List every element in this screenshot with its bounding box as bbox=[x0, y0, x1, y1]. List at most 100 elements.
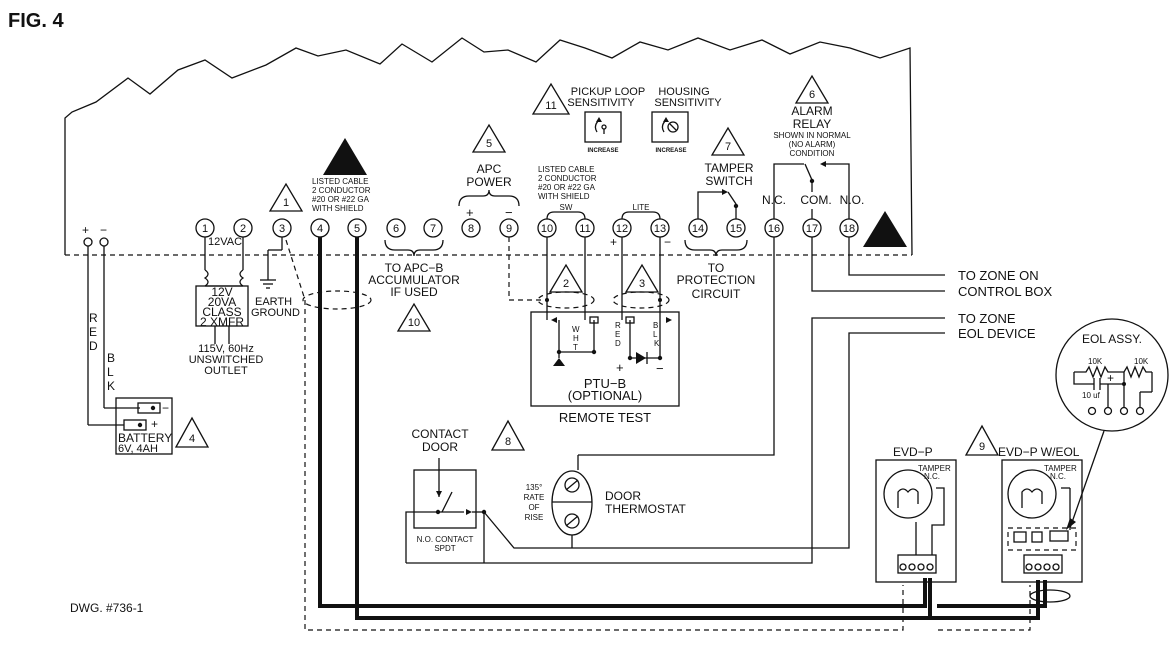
figure-title: FIG. 4 bbox=[8, 10, 64, 32]
svg-text:APC: APC bbox=[477, 162, 502, 176]
svg-text:14: 14 bbox=[692, 223, 704, 235]
svg-text:2 XMFR: 2 XMFR bbox=[200, 315, 244, 329]
svg-text:+: + bbox=[610, 235, 617, 249]
zone-eol-label: TO ZONE EOL DEVICE bbox=[958, 311, 1036, 341]
note-triangle-3: 3 bbox=[624, 263, 660, 293]
loop-wire-evd-eol-b bbox=[937, 580, 1047, 608]
svg-text:N.O.: N.O. bbox=[840, 193, 865, 207]
svg-text:K: K bbox=[654, 339, 660, 348]
control-box-outline bbox=[64, 37, 913, 256]
svg-text:TAMPER: TAMPER bbox=[704, 161, 753, 175]
protection-brace bbox=[684, 239, 748, 257]
svg-text:THERMOSTAT: THERMOSTAT bbox=[605, 502, 687, 516]
terminal-14: 14 bbox=[688, 218, 708, 238]
svg-text:EOL DEVICE: EOL DEVICE bbox=[958, 326, 1036, 341]
svg-text:+: + bbox=[616, 360, 624, 375]
svg-text:WITH SHIELD: WITH SHIELD bbox=[312, 204, 364, 213]
svg-text:20VA: 20VA bbox=[208, 295, 236, 309]
drawing-number: DWG. #736-1 bbox=[70, 601, 144, 615]
shield-ellipse-sw bbox=[537, 291, 595, 309]
svg-text:W: W bbox=[572, 325, 580, 334]
svg-text:CLASS: CLASS bbox=[202, 305, 241, 319]
terminal-9: 9 bbox=[499, 218, 519, 238]
note-triangle-9: 9 bbox=[964, 424, 1000, 456]
svg-text:6: 6 bbox=[809, 89, 815, 101]
svg-text:8: 8 bbox=[505, 436, 511, 448]
zone-on-label: TO ZONE ON CONTROL BOX bbox=[958, 268, 1052, 299]
ptu-b-box: PTU−B (OPTIONAL) REMOTE TEST W H T R E D… bbox=[530, 237, 680, 425]
svg-text:BATTERY: BATTERY bbox=[118, 431, 172, 445]
svg-text:R: R bbox=[615, 321, 621, 330]
apc-power-label: APC POWER + − bbox=[458, 162, 520, 220]
transformer: 12VAC 12V 20VA CLASS 2 XMFR 115V, 60Hz U… bbox=[189, 236, 264, 377]
svg-text:OUTLET: OUTLET bbox=[204, 365, 248, 377]
svg-text:CONDITION: CONDITION bbox=[790, 149, 835, 158]
svg-text:PICKUP LOOP: PICKUP LOOP bbox=[571, 86, 645, 98]
svg-text:+: + bbox=[466, 205, 474, 220]
warning-triangle-right bbox=[863, 211, 907, 247]
svg-text:10 uf: 10 uf bbox=[1082, 391, 1101, 400]
loop-wire-4 bbox=[318, 237, 927, 608]
svg-text:115V, 60Hz: 115V, 60Hz bbox=[198, 343, 254, 355]
note-triangle-1: 1 bbox=[268, 182, 304, 212]
svg-text:OF: OF bbox=[528, 503, 539, 512]
note-triangle-8: 8 bbox=[490, 419, 526, 451]
terminal-4: 4 bbox=[310, 218, 330, 238]
note-triangle-11: 11 bbox=[531, 82, 571, 115]
note-triangle-2: 2 bbox=[548, 263, 584, 293]
svg-text:HOUSING: HOUSING bbox=[658, 86, 709, 98]
note-triangle-4: 4 bbox=[174, 416, 210, 448]
terminal-2: 2 bbox=[233, 218, 253, 238]
shield-ellipse-lite bbox=[612, 291, 670, 309]
svg-text:N.C.: N.C. bbox=[1050, 472, 1066, 481]
svg-text:−: − bbox=[162, 401, 169, 415]
svg-text:SHOWN IN NORMAL: SHOWN IN NORMAL bbox=[773, 131, 851, 140]
svg-text:+: + bbox=[151, 417, 158, 431]
eol-assembly: EOL ASSY. 10K 10K + 10 uf bbox=[1055, 318, 1169, 530]
svg-text:GROUND: GROUND bbox=[251, 307, 300, 319]
terminal-5: 5 bbox=[347, 218, 367, 238]
svg-text:+: + bbox=[1107, 371, 1114, 385]
svg-text:EVD−P: EVD−P bbox=[893, 445, 933, 459]
warning-triangle-left bbox=[323, 138, 367, 175]
svg-text:REMOTE TEST: REMOTE TEST bbox=[559, 410, 651, 425]
svg-text:D: D bbox=[89, 339, 98, 353]
svg-text:L: L bbox=[653, 330, 658, 339]
loop-wire-5 bbox=[355, 237, 932, 620]
svg-text:11: 11 bbox=[579, 223, 590, 235]
svg-text:SENSITIVITY: SENSITIVITY bbox=[567, 97, 635, 109]
svg-text:10: 10 bbox=[408, 317, 420, 329]
svg-text:TO APC−B: TO APC−B bbox=[385, 261, 444, 275]
evd-p: EVD−P TAMPER N.C. bbox=[875, 445, 957, 583]
svg-text:#20 OR #22 GA: #20 OR #22 GA bbox=[538, 183, 596, 192]
loop-wire-evd-eol-a bbox=[932, 580, 1040, 620]
zone-wiring bbox=[406, 237, 945, 564]
svg-text:10K: 10K bbox=[1134, 357, 1149, 366]
cable-label-left: LISTED CABLE 2 CONDUCTOR #20 OR #22 GA W… bbox=[312, 177, 371, 213]
svg-text:SPDT: SPDT bbox=[434, 544, 455, 553]
svg-text:ALARM: ALARM bbox=[791, 104, 832, 118]
svg-text:RISE: RISE bbox=[525, 513, 544, 522]
terminal-7: 7 bbox=[423, 218, 443, 238]
terminal-18: 18 bbox=[839, 218, 859, 238]
svg-text:EOL ASSY.: EOL ASSY. bbox=[1082, 332, 1142, 346]
svg-text:TAMPER: TAMPER bbox=[1044, 464, 1077, 473]
svg-text:B: B bbox=[653, 321, 658, 330]
svg-text:ACCUMULATOR: ACCUMULATOR bbox=[368, 273, 460, 287]
svg-text:1: 1 bbox=[202, 223, 208, 235]
svg-text:N.O. CONTACT: N.O. CONTACT bbox=[417, 535, 474, 544]
terminal-12: 12 bbox=[612, 218, 632, 238]
svg-text:LISTED CABLE: LISTED CABLE bbox=[538, 165, 594, 174]
terminal-16: 16 bbox=[764, 218, 784, 238]
earth-ground: EARTH GROUND bbox=[251, 237, 300, 319]
svg-text:T: T bbox=[573, 343, 578, 352]
svg-text:LITE: LITE bbox=[633, 203, 650, 212]
svg-text:135°: 135° bbox=[526, 483, 543, 492]
svg-text:H: H bbox=[573, 334, 579, 343]
svg-text:DOOR: DOOR bbox=[422, 440, 458, 454]
terminal-3: 3 bbox=[272, 218, 292, 238]
svg-text:8: 8 bbox=[468, 223, 474, 235]
svg-text:WITH SHIELD: WITH SHIELD bbox=[538, 192, 590, 201]
svg-text:−: − bbox=[505, 205, 513, 220]
